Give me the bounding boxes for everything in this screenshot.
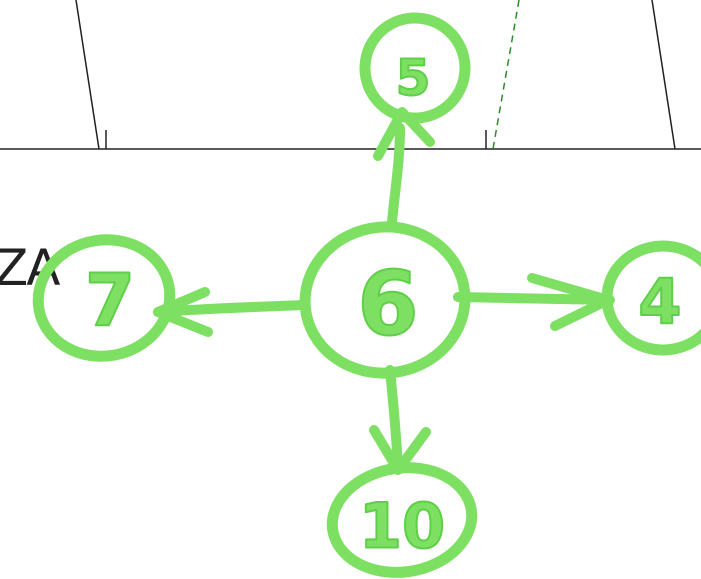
edge-center-to-top — [387, 123, 405, 227]
node-right-label: 4 — [638, 266, 681, 339]
node-center-ring — [299, 221, 471, 379]
left-slant-line — [75, 0, 100, 150]
right-slant-line — [651, 0, 676, 150]
node-bottom-label: 10 — [359, 490, 445, 563]
dashed-guide-line — [492, 0, 520, 150]
node-left: 7 — [32, 234, 176, 362]
node-right-ring — [601, 240, 701, 356]
edge-center-to-bottom — [385, 365, 403, 473]
node-top-ring — [359, 12, 471, 124]
node-center-label: 6 — [357, 253, 418, 356]
node-left-ring — [32, 234, 176, 362]
node-right: 4 — [601, 240, 701, 356]
node-left-label: 7 — [85, 258, 135, 342]
node-center: 6 — [299, 221, 471, 379]
node-top: 5 — [359, 12, 471, 124]
node-bottom: 10 — [326, 462, 478, 578]
node-bottom-ring — [326, 462, 478, 578]
arrowhead-left — [153, 287, 213, 337]
node-top-label: 5 — [396, 49, 431, 107]
